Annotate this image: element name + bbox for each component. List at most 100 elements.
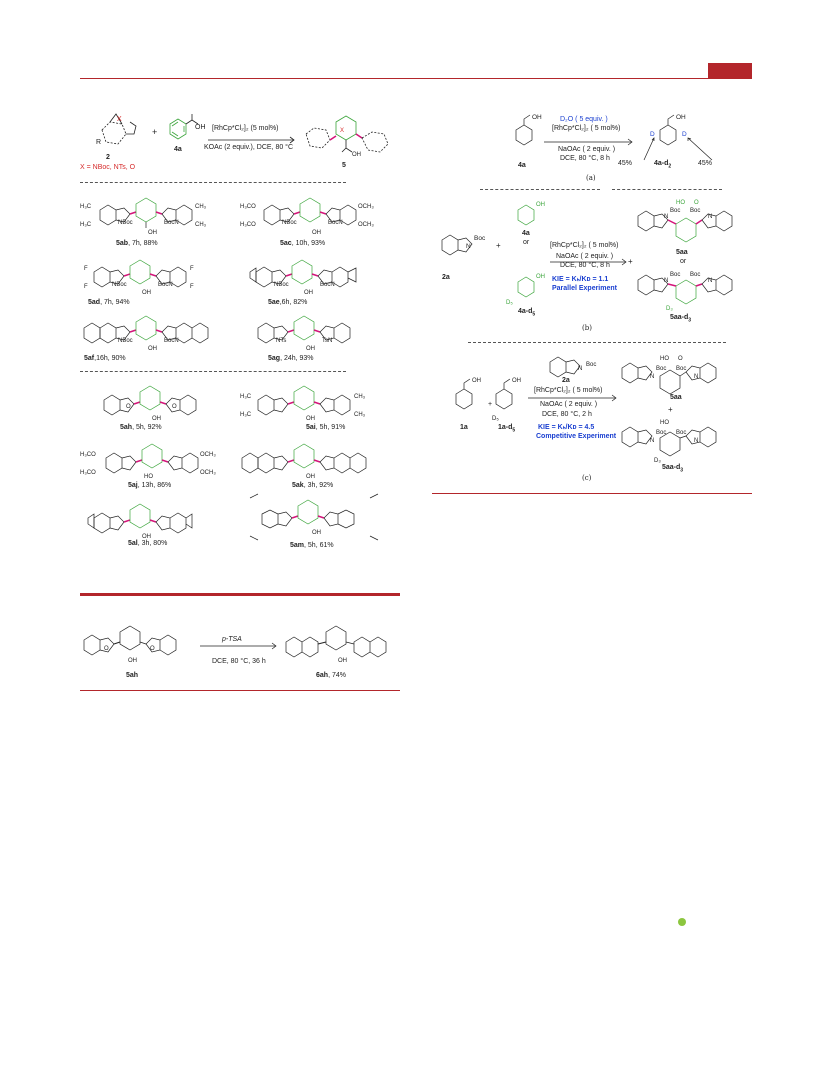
panel-c-bottom-rule bbox=[432, 493, 752, 494]
structure-5ab: H₃C H₃C CH₃ CH₃ NBoc BocN OH bbox=[80, 197, 207, 236]
header-rule bbox=[80, 78, 752, 79]
reagent-d2o: D₂O ( 5 equiv. ) bbox=[560, 116, 608, 123]
compound-5aj: H₃CO H₃CO OCH₃ OCH₃ HO 5aj, 13h, 86% bbox=[80, 436, 235, 492]
arrow-tail-b: + bbox=[628, 257, 633, 266]
panel-a-drawing: OH OH D D bbox=[515, 114, 713, 161]
sub-5aj-1: H₃CO bbox=[80, 452, 96, 458]
boc-5aad3-c-l: Boc bbox=[656, 430, 666, 436]
sub-5aj-4: OCH₃ bbox=[200, 470, 216, 476]
left-n-5ad: NBoc bbox=[112, 282, 127, 288]
o-5aa: O bbox=[694, 200, 699, 206]
oh-5ai: OH bbox=[306, 416, 315, 422]
compound-5ag: NTs TsN OH 5ag, 24h, 93% bbox=[240, 308, 400, 364]
base-c: NaOAc ( 2 equiv. ) bbox=[540, 401, 598, 408]
oh-5am: OH bbox=[312, 530, 321, 536]
sub-5ai-1: H₃C bbox=[240, 394, 252, 400]
label-4a-a: 4a bbox=[518, 162, 526, 169]
right-n-5ac: BocN bbox=[328, 220, 343, 226]
n-5aa-l: N bbox=[664, 214, 668, 220]
compound-5ah: O O OH 5ah, 5h, 92% bbox=[80, 378, 235, 434]
label-1ad5: 1a-d5 bbox=[498, 424, 516, 434]
boc-2a-b: Boc bbox=[474, 235, 486, 242]
sub-5ac-4: OCH₃ bbox=[358, 222, 374, 228]
boc-2a-c: Boc bbox=[586, 362, 596, 368]
caption-5ab: 5ab, 7h, 88% bbox=[116, 240, 158, 247]
label-2a-b: 2a bbox=[442, 274, 450, 281]
n-5aad3-l: N bbox=[664, 278, 668, 284]
or-b-right: or bbox=[680, 258, 687, 265]
divider-a bbox=[480, 189, 600, 190]
or-b-left: or bbox=[523, 239, 530, 246]
ho-5aad3-c: HO bbox=[660, 420, 669, 426]
d5-b: D₅ bbox=[506, 300, 513, 306]
oh-5al: OH bbox=[142, 534, 151, 540]
left-n-5ag: NTs bbox=[276, 338, 286, 344]
compound-5al: OH 5al, 3h, 80% bbox=[80, 496, 235, 552]
bottom-left-scheme: O O OH OH p-TSA DCE, 80 °C, 36 h 5ah 6ah… bbox=[80, 610, 400, 686]
panel-b: N Boc + OH OH D₅ + N Boc Boc N HO O N Bo… bbox=[432, 196, 752, 336]
o-left-5ah: O bbox=[126, 404, 131, 410]
structure-5ag: NTs TsN OH bbox=[257, 315, 351, 352]
product-x: X bbox=[340, 128, 344, 134]
ho-5aa-c: HO bbox=[660, 356, 669, 362]
divider-2 bbox=[80, 371, 346, 372]
label-5ah-b: 5ah bbox=[126, 672, 139, 679]
structure-5am: OH bbox=[249, 493, 379, 541]
panel-c: OH OH + D₅ N Boc N Boc Boc N HO O + N Bo… bbox=[432, 350, 752, 484]
page-marker-icon bbox=[678, 918, 686, 926]
boc-5aa-r: Boc bbox=[690, 208, 700, 214]
d3-b: D₃ bbox=[666, 306, 673, 312]
caption-5ae: 5ae,6h, 82% bbox=[268, 299, 308, 306]
sub-5ad-2: F bbox=[84, 284, 88, 290]
caption-5ag: 5ag, 24h, 93% bbox=[268, 355, 314, 362]
n-2a-c: N bbox=[578, 366, 582, 372]
n-5aad3-c-r: N bbox=[694, 438, 698, 444]
d-left: D bbox=[650, 131, 655, 138]
oh-5ae: OH bbox=[304, 290, 313, 296]
product-oh: OH bbox=[352, 152, 361, 158]
divider-a2 bbox=[612, 189, 722, 190]
kie-c: KIE = Kₕ/Kᴅ = 4.5 bbox=[538, 424, 595, 431]
oh-4a-b: OH bbox=[536, 202, 545, 208]
n-5aad3-c-l: N bbox=[650, 438, 654, 444]
sub-5ab-3: CH₃ bbox=[195, 204, 207, 210]
product-label: 5 bbox=[342, 162, 346, 169]
oh-1a: OH bbox=[472, 378, 481, 384]
left-top-scheme-drawing: X R + OH X OH bbox=[96, 113, 389, 158]
sub-5ai-2: H₃C bbox=[240, 412, 252, 418]
compound-5ae: NBoc BocN OH 5ae,6h, 82% bbox=[240, 252, 400, 308]
compound-5am: OH 5am, 5h, 61% bbox=[240, 490, 400, 552]
left-n-5ab: NBoc bbox=[118, 220, 133, 226]
panel-c-drawing: OH OH + D₅ N Boc N Boc Boc N HO O + N Bo… bbox=[455, 356, 717, 464]
d5-c: D₅ bbox=[492, 416, 499, 422]
divider-b bbox=[468, 342, 726, 343]
boc-5aad3-r: Boc bbox=[690, 272, 700, 278]
d-right: D bbox=[682, 131, 687, 138]
compound-5af: NBoc BocN OH 5af,16h, 90% bbox=[80, 308, 235, 364]
o-5aa-c: O bbox=[678, 356, 683, 362]
label-4a-d2: 4a-d2 bbox=[654, 160, 672, 170]
left-n-5ac: NBoc bbox=[282, 220, 297, 226]
n-2a-b: N bbox=[466, 243, 471, 250]
right-n-5ad: BocN bbox=[158, 282, 173, 288]
oh-4a-d2: OH bbox=[676, 114, 686, 121]
tag-c: (c) bbox=[582, 474, 592, 482]
sub-5ab-1: H₃C bbox=[80, 204, 92, 210]
n-5aa-r: N bbox=[708, 214, 712, 220]
boc-5aad3-l: Boc bbox=[670, 272, 680, 278]
compound-grid-o: O O OH 5ah, 5h, 92% H₃C H₃C CH₃ CH₃ OH 5… bbox=[80, 378, 400, 556]
label-5aa-c: 5aa bbox=[670, 394, 682, 401]
reagent-ptsa: p-TSA bbox=[222, 636, 242, 643]
compound-5ad: F F F F NBoc BocN OH 5ad, 7h, 94% bbox=[80, 252, 235, 308]
sub-5ac-3: OCH₃ bbox=[358, 204, 374, 210]
structure-5af: NBoc BocN OH bbox=[83, 315, 209, 352]
label-4ad5-b: 4a-d5 bbox=[518, 308, 536, 318]
caption-5ad: 5ad, 7h, 94% bbox=[88, 299, 130, 306]
rh-c: [RhCp*Cl₂]₂ ( 5 mol%) bbox=[534, 387, 603, 394]
structure-5ac: H₃CO H₃CO OCH₃ OCH₃ NBoc BocN OH bbox=[240, 197, 374, 236]
caption-5ak: 5ak, 3h, 92% bbox=[292, 482, 334, 489]
label-6ah: 6ah, 74% bbox=[316, 672, 346, 679]
sub-5aj-2: H₃CO bbox=[80, 470, 96, 476]
plus-c: + bbox=[488, 401, 492, 408]
right-n-5ae: BocN bbox=[320, 282, 335, 288]
